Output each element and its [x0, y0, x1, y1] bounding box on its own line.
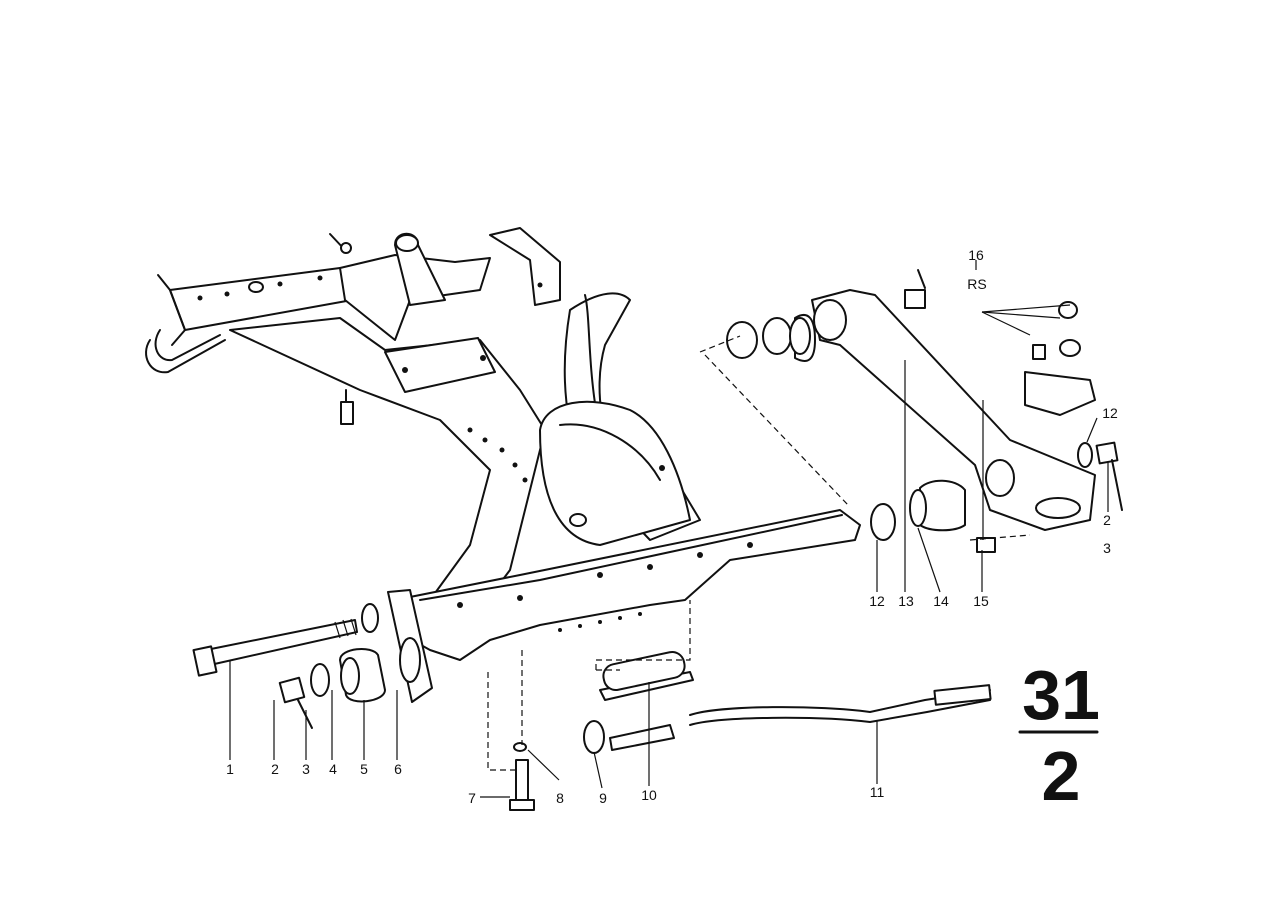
callout-15: 15	[973, 593, 989, 609]
callout-10: 10	[641, 787, 657, 803]
section-number: 31 2	[1018, 656, 1100, 815]
callout-labels: 1 2 3 4 5 6 7 8 9 10 11 12 13 14 15 16 R…	[226, 247, 1118, 806]
callout-3: 3	[302, 761, 310, 777]
section-main: 31	[1022, 656, 1100, 734]
front-axle-subframe	[145, 227, 861, 703]
control-arm-assembly	[699, 269, 1123, 553]
callout-13: 13	[898, 593, 914, 609]
callout-leaders	[229, 260, 1109, 798]
callout-2-right: 2	[1103, 512, 1111, 528]
callout-12-lower: 12	[869, 593, 885, 609]
callout-8: 8	[556, 790, 564, 806]
tension-strut	[583, 600, 992, 754]
left-mount-parts	[192, 603, 535, 811]
callout-5: 5	[360, 761, 368, 777]
rs-label: RS	[967, 276, 986, 292]
callout-16: 16	[968, 247, 984, 263]
callout-3-right: 3	[1103, 540, 1111, 556]
callout-14: 14	[933, 593, 949, 609]
callout-4: 4	[329, 761, 337, 777]
callout-11: 11	[870, 784, 885, 800]
callout-6: 6	[394, 761, 402, 777]
callout-7: 7	[468, 790, 476, 806]
callout-9: 9	[599, 790, 607, 806]
callout-2: 2	[271, 761, 279, 777]
section-sub: 2	[1042, 737, 1081, 815]
callout-12-upper: 12	[1102, 405, 1118, 421]
callout-1: 1	[226, 761, 234, 777]
